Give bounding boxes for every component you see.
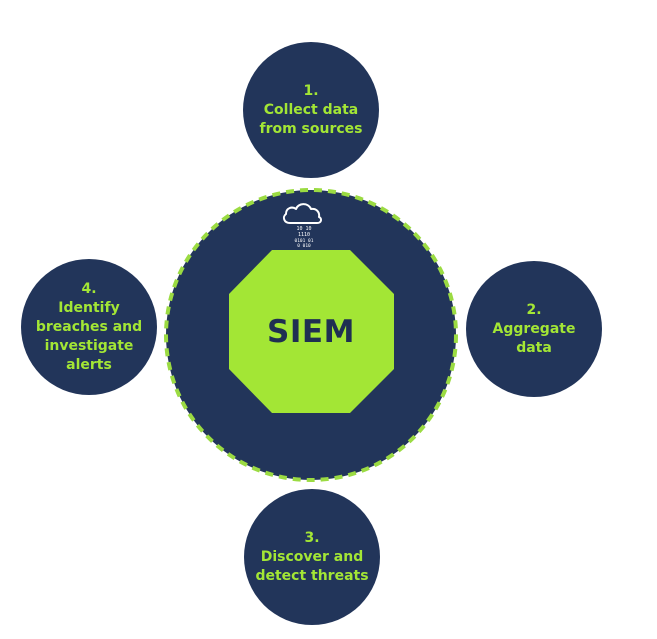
binary-text-line: 0101 01 bbox=[295, 238, 314, 244]
step-label-line: alerts bbox=[66, 356, 112, 373]
siem-core-graphic: 10 10 1110 0101 01 0 010 bbox=[164, 188, 458, 482]
step-text: 1. Collect data from sources bbox=[243, 82, 379, 139]
core-dashed-border bbox=[164, 188, 458, 482]
step-label-line: Discover and bbox=[260, 548, 364, 565]
siem-core: 10 10 1110 0101 01 0 010 SIEM bbox=[162, 186, 460, 484]
step-text: 4. Identify breaches and investigate ale… bbox=[21, 280, 157, 375]
step-label-line: Collect data bbox=[263, 101, 359, 118]
step-label-line: investigate bbox=[44, 337, 134, 354]
step-number: 3. bbox=[304, 529, 320, 546]
step-discover-threats: 3. Discover and detect threats bbox=[244, 489, 380, 625]
step-label-line: detect threats bbox=[255, 567, 369, 584]
step-label-line: data bbox=[516, 339, 552, 356]
step-text: 3. Discover and detect threats bbox=[244, 529, 380, 586]
step-number: 4. bbox=[81, 280, 97, 297]
step-identify-breaches: 4. Identify breaches and investigate ale… bbox=[21, 259, 157, 395]
step-label-line: breaches and bbox=[35, 318, 143, 335]
cloud-data-icon: 10 10 1110 0101 01 0 010 bbox=[282, 203, 323, 249]
step-label-line: Aggregate bbox=[492, 320, 576, 337]
step-aggregate-data: 2. Aggregate data bbox=[466, 261, 602, 397]
step-number: 2. bbox=[526, 301, 542, 318]
siem-label: SIEM bbox=[267, 314, 355, 350]
step-collect-data: 1. Collect data from sources bbox=[243, 42, 379, 178]
binary-text-line: 1110 bbox=[298, 232, 310, 238]
siem-octagon bbox=[229, 250, 394, 413]
step-label-line: from sources bbox=[259, 120, 363, 137]
step-text: 2. Aggregate data bbox=[466, 301, 602, 358]
step-label-line: Identify bbox=[58, 299, 120, 316]
step-number: 1. bbox=[303, 82, 319, 99]
binary-text-line: 10 10 bbox=[296, 226, 311, 232]
binary-text-line: 0 010 bbox=[297, 243, 311, 249]
